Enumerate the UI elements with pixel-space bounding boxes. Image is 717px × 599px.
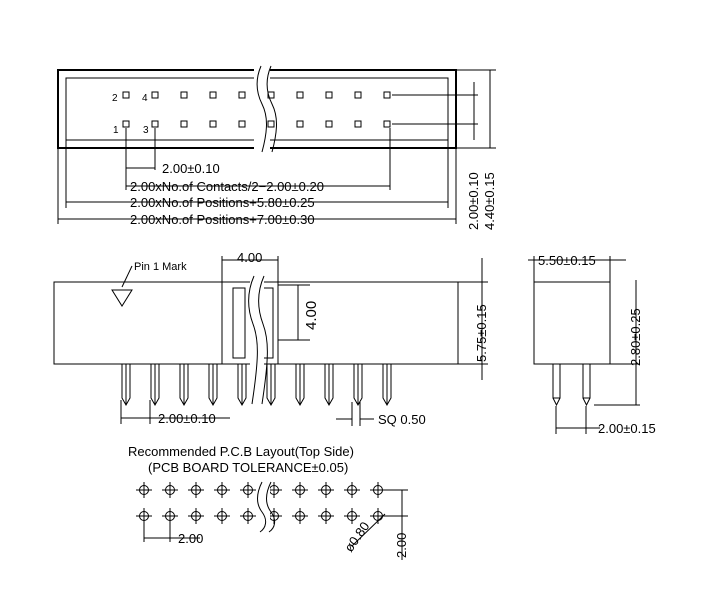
- top-view-break-line: [266, 65, 277, 153]
- odd-contact: [180, 120, 188, 128]
- side-view: 5.50±0.15 2.80±0.25 2.00±0.15: [528, 253, 656, 436]
- dim-hole-diameter: ø0.80: [341, 519, 372, 555]
- dim-pin-square: SQ 0.50: [378, 412, 426, 427]
- top-view: 2 4 1 3 2.00±0.10 2.00xNo.of Contacts/2−…: [57, 64, 497, 230]
- pcb-break-gap: [256, 480, 270, 532]
- dim-front-pin-pitch: 2.00±0.10: [158, 411, 216, 426]
- odd-contact: [354, 120, 362, 128]
- even-contact: [354, 91, 362, 99]
- leader-line: [121, 265, 133, 288]
- top-view-break-line: [256, 65, 267, 153]
- dim-pin-spacing: 2.00±0.15: [598, 421, 656, 436]
- dim-pin-pitch: 2.00±0.10: [162, 161, 220, 176]
- key-slot: [232, 287, 246, 359]
- odd-contact: [151, 120, 159, 128]
- pin-label-2: 2: [112, 93, 118, 104]
- dim-side-width: 5.50±0.15: [538, 253, 596, 268]
- pcb-layout: Recommended P.C.B Layout(Top Side) (PCB …: [128, 444, 409, 560]
- pin: [353, 364, 363, 407]
- odd-contact: [325, 120, 333, 128]
- pin1-mark-label: Pin 1 Mark: [134, 261, 187, 273]
- dim-key-height: 4.00: [303, 301, 320, 330]
- pin: [266, 364, 276, 407]
- leader-line: [351, 513, 386, 547]
- pin: [208, 364, 218, 407]
- even-contact: [238, 91, 246, 99]
- pcb-break-line: [257, 481, 267, 533]
- dim-positions-inner: 2.00xNo.of Positions+5.80±0.25: [130, 195, 315, 210]
- dim-positions-outer: 2.00xNo.of Positions+7.00±0.30: [130, 212, 315, 227]
- even-contact: [325, 91, 333, 99]
- pin: [324, 364, 334, 407]
- pin: [150, 364, 160, 407]
- dim-row-pitch: 2.00±0.10: [466, 172, 481, 230]
- pin-label-3: 3: [143, 125, 149, 136]
- even-contact: [267, 91, 275, 99]
- pin: [121, 364, 131, 407]
- pin-label-4: 4: [142, 93, 148, 104]
- pin1-mark-triangle: [111, 289, 133, 307]
- even-contact: [151, 91, 159, 99]
- odd-contact: [209, 120, 217, 128]
- dim-contacts: 2.00xNo.of Contacts/2−2.00±0.20: [130, 179, 324, 194]
- dim-pcb-row: 2.00: [394, 533, 409, 558]
- pin: [382, 364, 392, 407]
- side-view-body: [533, 281, 611, 365]
- pin: [237, 364, 247, 407]
- dim-pin-length: 2.80±0.25: [628, 308, 643, 366]
- front-view-break-line: [258, 275, 268, 405]
- dim-body-height: 5.75±0.15: [474, 304, 489, 362]
- odd-contact: [267, 120, 275, 128]
- even-contact: [180, 91, 188, 99]
- top-view-contacts: [122, 91, 391, 128]
- odd-contact: [122, 120, 130, 128]
- front-view-pins: [121, 364, 392, 407]
- odd-contact: [296, 120, 304, 128]
- pin-label-1: 1: [113, 125, 119, 136]
- front-view: Pin 1 Mark 4.00 4.00 5.75±0.15 2.00±0.10…: [53, 250, 489, 427]
- pin: [179, 364, 189, 407]
- even-contact: [383, 91, 391, 99]
- dim-pcb-pitch: 2.00: [178, 531, 203, 546]
- odd-contact: [383, 120, 391, 128]
- odd-contact: [238, 120, 246, 128]
- even-contact: [209, 91, 217, 99]
- side-view-pin: [582, 363, 591, 399]
- pcb-layout-title: Recommended P.C.B Layout(Top Side): [128, 444, 354, 459]
- pcb-break-line: [266, 481, 276, 533]
- even-contact: [296, 91, 304, 99]
- side-view-pin: [552, 363, 561, 399]
- dim-key-width: 4.00: [237, 250, 262, 265]
- pin: [295, 364, 305, 407]
- dim-body-depth: 4.40±0.15: [482, 172, 497, 230]
- even-contact: [122, 91, 130, 99]
- front-view-break-line: [248, 275, 258, 405]
- side-view-pin-tip: [582, 397, 591, 407]
- side-view-pin-tip: [552, 397, 561, 407]
- pcb-layout-subtitle: (PCB BOARD TOLERANCE±0.05): [148, 460, 348, 475]
